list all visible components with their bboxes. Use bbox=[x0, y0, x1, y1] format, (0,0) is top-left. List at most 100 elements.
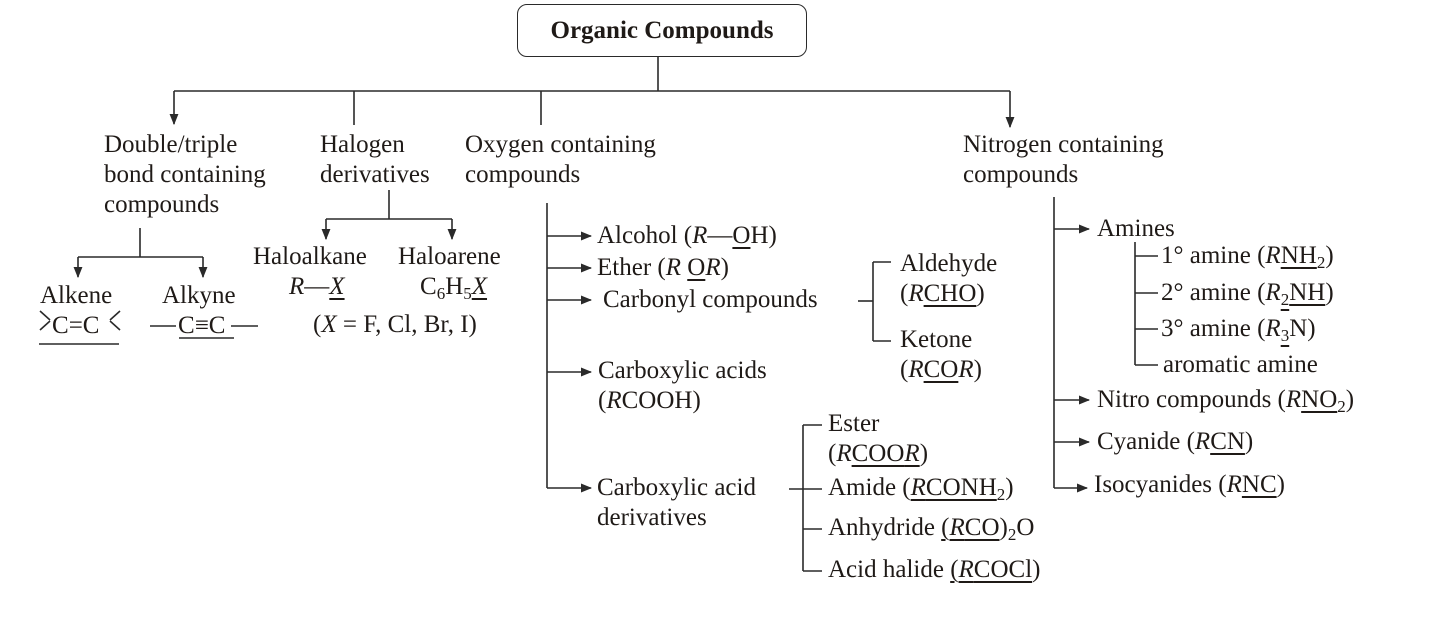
glyph: ) bbox=[973, 356, 982, 383]
root-node-organic-compounds: Organic Compounds bbox=[517, 4, 807, 57]
glyph: ≡ bbox=[194, 312, 209, 339]
glyph: ( bbox=[683, 222, 693, 249]
glyph: O bbox=[687, 254, 706, 281]
node-alkyne: Alkyne bbox=[162, 282, 236, 309]
label-line: derivatives bbox=[320, 161, 430, 188]
glyph: 2 bbox=[1337, 397, 1346, 416]
glyph: R bbox=[949, 514, 965, 541]
label: Carboxylic acids bbox=[598, 357, 767, 384]
glyph: NH bbox=[1289, 279, 1326, 306]
node-isocyanides: Isocyanides (RNC) bbox=[1094, 470, 1285, 500]
label-line: derivatives bbox=[597, 504, 707, 531]
glyph: CONH bbox=[925, 474, 997, 501]
label-line: Oxygen containing bbox=[465, 131, 656, 158]
glyph: C bbox=[208, 312, 226, 339]
glyph: N bbox=[1289, 315, 1308, 342]
glyph: ( bbox=[1257, 242, 1266, 269]
glyph: ) bbox=[1005, 474, 1014, 501]
label: 2° amine bbox=[1161, 279, 1251, 306]
glyph: ) bbox=[1345, 386, 1355, 413]
label: Nitro compounds bbox=[1097, 386, 1272, 413]
glyph: 2 bbox=[1007, 525, 1017, 544]
glyph: ) bbox=[720, 254, 729, 281]
glyph: O bbox=[1016, 514, 1035, 541]
label: Isocyanides bbox=[1094, 471, 1213, 498]
label: Anhydride bbox=[828, 514, 935, 541]
label-line: Double/triple bbox=[104, 131, 238, 158]
glyph: R bbox=[1226, 471, 1242, 498]
formula: (RCOOR) bbox=[828, 439, 928, 469]
glyph: NH bbox=[1280, 242, 1317, 269]
node-alkene: Alkene bbox=[40, 282, 113, 309]
glyph: O bbox=[732, 222, 751, 249]
node-carboxylic-acids: Carboxylic acids (RCOOH) bbox=[598, 356, 767, 416]
label: Amide bbox=[828, 474, 897, 501]
root-title: Organic Compounds bbox=[550, 16, 774, 44]
category-nitrogen: Nitrogen containing compounds bbox=[963, 130, 1164, 190]
glyph: NC bbox=[1241, 471, 1277, 498]
formula-haloalkane: R—X bbox=[289, 272, 345, 302]
formula-alkene: C=C bbox=[52, 311, 99, 341]
node-nitro: Nitro compounds (RNO2) bbox=[1097, 385, 1354, 415]
node-carbonyl: Carbonyl compounds bbox=[603, 286, 818, 313]
label: Ester bbox=[828, 410, 880, 437]
glyph: R bbox=[1265, 315, 1281, 342]
glyph: H bbox=[445, 273, 464, 300]
label: Ketone bbox=[900, 326, 973, 353]
glyph: COO bbox=[851, 440, 905, 467]
label: 1° amine bbox=[1161, 242, 1251, 269]
glyph: 5 bbox=[463, 284, 472, 303]
node-haloarene: Haloarene bbox=[398, 243, 501, 270]
glyph: C bbox=[178, 312, 195, 339]
glyph: ( bbox=[1257, 315, 1266, 342]
glyph: ) bbox=[1325, 242, 1334, 269]
glyph: 2 bbox=[1280, 290, 1290, 309]
glyph: ( bbox=[900, 356, 909, 383]
node-ketone: Ketone (RCOR) bbox=[900, 325, 982, 385]
glyph: ( bbox=[1257, 279, 1266, 306]
label: 3° amine bbox=[1161, 315, 1251, 342]
glyph: ) bbox=[1244, 428, 1254, 455]
glyph: CHO bbox=[923, 280, 977, 307]
label-line: bond containing bbox=[104, 161, 266, 188]
glyph: R bbox=[1265, 242, 1281, 269]
node-ester: Ester (RCOOR) bbox=[828, 409, 928, 469]
node-acid-halide: Acid halide (RCOCl) bbox=[828, 555, 1040, 585]
node-ether: Ether (R OR) bbox=[597, 253, 729, 283]
glyph: ( bbox=[950, 556, 959, 583]
glyph: ( bbox=[1218, 471, 1227, 498]
node-amines: Amines bbox=[1097, 215, 1175, 242]
glyph: ) bbox=[1307, 315, 1316, 342]
glyph: C bbox=[52, 312, 69, 339]
category-halogen: Halogen derivatives bbox=[320, 130, 430, 190]
node-alcohol: Alcohol (R—OH) bbox=[597, 221, 777, 251]
glyph: — bbox=[707, 222, 733, 249]
glyph: ( bbox=[1186, 428, 1195, 455]
formula: (RCOR) bbox=[900, 355, 982, 385]
node-haloalkane: Haloalkane bbox=[253, 243, 367, 270]
glyph: ( bbox=[941, 514, 950, 541]
label-line: Halogen bbox=[320, 131, 405, 158]
label: Alcohol bbox=[597, 222, 678, 249]
label: Ether bbox=[597, 254, 652, 281]
glyph: ( bbox=[313, 311, 322, 338]
glyph: R bbox=[289, 273, 305, 300]
glyph: C bbox=[420, 273, 437, 300]
glyph: ) bbox=[768, 222, 777, 249]
formula: (RCOOH) bbox=[598, 386, 767, 416]
glyph: R bbox=[836, 440, 852, 467]
glyph: COOH bbox=[621, 387, 693, 414]
glyph: C bbox=[82, 312, 100, 339]
glyph: R bbox=[910, 474, 926, 501]
glyph: ) bbox=[692, 387, 701, 414]
glyph: 6 bbox=[436, 284, 446, 303]
glyph: R bbox=[705, 254, 721, 281]
node-amide: Amide (RCONH2) bbox=[828, 473, 1014, 503]
glyph: R bbox=[1265, 279, 1281, 306]
glyph: CN bbox=[1210, 428, 1245, 455]
category-oxygen: Oxygen containing compounds bbox=[465, 130, 656, 190]
glyph: ( bbox=[900, 280, 909, 307]
glyph: ( bbox=[1277, 386, 1286, 413]
glyph: ) bbox=[1276, 471, 1285, 498]
